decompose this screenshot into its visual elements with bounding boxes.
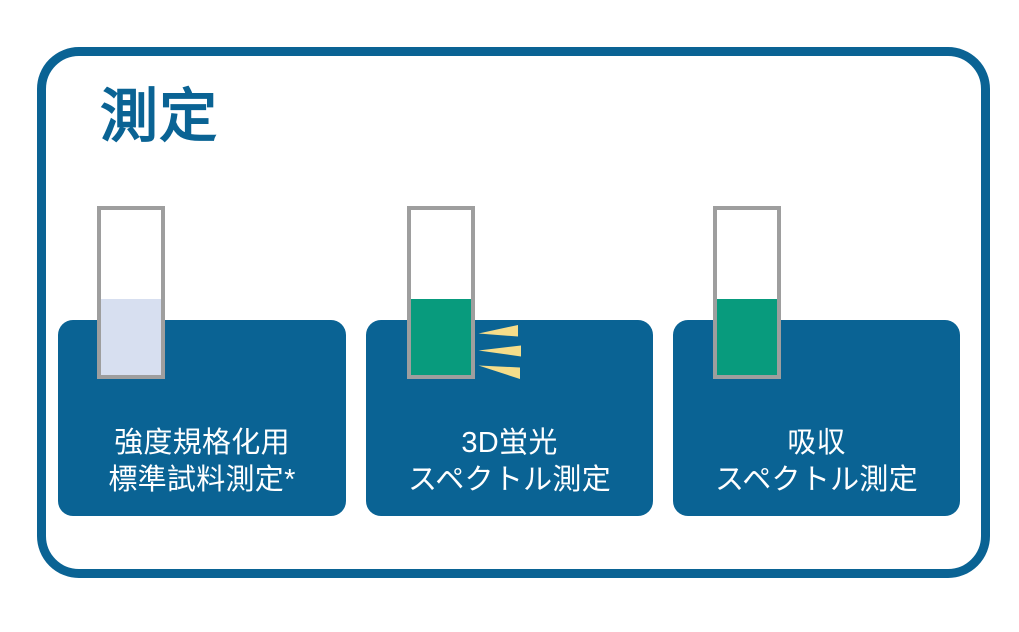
- card-label: 強度規格化用 標準試料測定*: [108, 426, 296, 496]
- cuvette-fill-green: [717, 299, 777, 375]
- card-label: 3D蛍光 スペクトル測定: [407, 426, 611, 496]
- cuvette-fill-light-blue: [101, 299, 161, 375]
- card-intensity-normalization-standard[interactable]: 強度規格化用 標準試料測定*: [58, 320, 346, 516]
- fluorescence-rays-icon: [478, 323, 524, 381]
- cuvette-icon: [97, 206, 165, 379]
- page-title: 測定: [100, 84, 219, 149]
- cuvette-icon: [713, 206, 781, 379]
- cuvette-icon: [407, 206, 475, 379]
- card-label: 吸収 スペクトル測定: [714, 426, 918, 496]
- cuvette-fill-green: [411, 299, 471, 375]
